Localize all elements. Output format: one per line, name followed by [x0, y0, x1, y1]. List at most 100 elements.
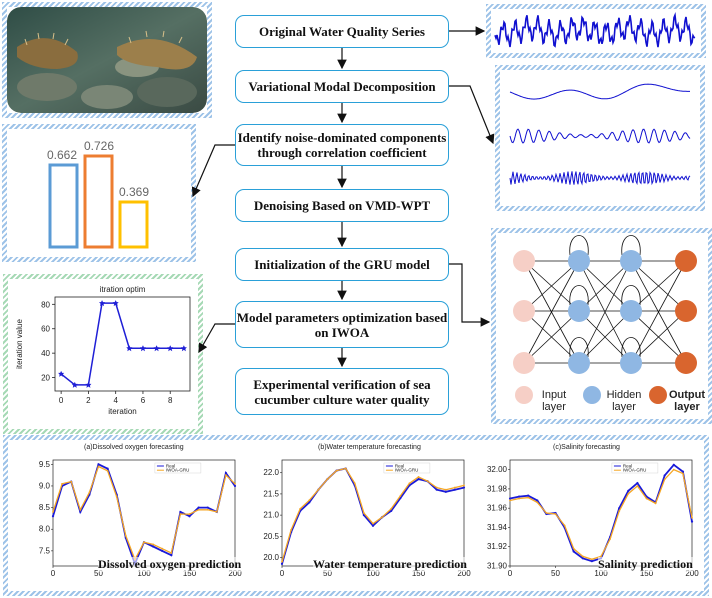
- chart-0-series-0-point-11: [152, 545, 155, 548]
- iteration-ytick-label-3: 80: [41, 300, 50, 309]
- nn-edge-1-1-0: [578, 260, 632, 312]
- iteration-ytick-label-2: 60: [41, 325, 50, 334]
- nn-node-3-1: [675, 300, 697, 322]
- chart-0-series-1-point-20: [234, 482, 236, 485]
- chart-2-series-1-point-17: [663, 478, 666, 481]
- chart-2-series-1-point-10: [600, 555, 602, 558]
- nn-edge-1-2-1: [578, 310, 632, 364]
- chart-0-series-1-point-18: [215, 511, 218, 513]
- chart-2-series-0-point-14: [636, 482, 639, 485]
- chart-0-series-1-point-10: [143, 541, 145, 544]
- chart-2-series-0-point-0: [508, 497, 512, 500]
- iteration-xtick-label-0: 0: [59, 396, 64, 405]
- chart-0-series-0-point-3: [79, 510, 82, 514]
- chart-0-series-1-point-8: [124, 534, 127, 537]
- chart-0-series-1-point-6: [106, 469, 109, 472]
- chart-0-series-0-point-15: [188, 515, 191, 518]
- chart-1-ytick-label-4: 22.0: [263, 468, 279, 477]
- chart-1-series-1-point-3: [308, 499, 311, 502]
- chart-2-series-1-point-15: [645, 497, 648, 500]
- iteration-xtick-label-3: 6: [141, 396, 146, 405]
- chart-2-series-0-point-2: [527, 494, 530, 497]
- iteration-point-2: [85, 381, 92, 388]
- chart-2-ytick-label-1: 31.92: [487, 542, 508, 551]
- legend-output-dot: [649, 386, 667, 404]
- chart-0-frame: [52, 459, 236, 567]
- nn-node-1-2: [568, 352, 590, 374]
- step-experimental-verification: Experimental verification of sea cucumbe…: [235, 368, 449, 415]
- chart-1-xtick-label-4: 200: [457, 569, 471, 578]
- chart-1-series-1-point-7: [344, 467, 347, 470]
- chart-2-series-0-point-7: [572, 550, 575, 553]
- chart-0-series-1-point-14: [179, 513, 182, 515]
- nn-node-0-0: [513, 250, 535, 272]
- chart-2-series-1-point-7: [572, 547, 575, 550]
- chart-2-series-1-point-18: [672, 468, 675, 471]
- chart-1-ytick-label-3: 21.5: [263, 489, 279, 498]
- chart-1-series-0-point-17: [435, 488, 438, 491]
- chart-0-series-0-point-0: [51, 515, 55, 518]
- nn-recurrent-loop-1-1: [569, 285, 589, 306]
- chart-2-series-1-point-3: [536, 501, 539, 504]
- chart-0-ytick-label-0: 7.5: [39, 546, 51, 555]
- chart-2-xtick-label-3: 150: [640, 569, 654, 578]
- chart-2-xtick-label-4: 200: [685, 569, 699, 578]
- chart-b-caption: Water temperature prediction: [313, 557, 467, 572]
- chart-2-series-0-point-19: [681, 470, 685, 473]
- hidden-layer-label: Hidden layer: [606, 389, 642, 413]
- chart-0-series-0-point-12: [161, 549, 164, 552]
- chart-0-series-1-point-1: [61, 482, 63, 485]
- correlation-bar-chart: [48, 154, 149, 249]
- nn-recurrent-loop-2-2: [621, 337, 641, 358]
- mode-2-line: [509, 128, 691, 144]
- step-vmd: Variational Modal Decomposition: [235, 70, 449, 103]
- chart-0-series-0-point-5: [97, 463, 100, 466]
- chart-1-series-0-point-15: [417, 477, 420, 481]
- chart-2-series-1-point-6: [563, 524, 566, 527]
- chart-2-frame: [509, 459, 693, 567]
- step-gru-init: Initialization of the GRU model: [235, 248, 449, 281]
- decomposition-panel: [495, 65, 705, 211]
- input-layer-label: Input layer: [541, 389, 567, 413]
- chart-2-series-1-point-19: [682, 472, 684, 475]
- chart-1-series-1-point-15: [417, 476, 420, 478]
- chart-1-series-1-point-14: [408, 482, 411, 485]
- iteration-point-8: [167, 345, 174, 352]
- chart-1-series-1-point-17: [435, 486, 438, 489]
- chart-0-legend-box: [154, 462, 202, 474]
- chart-2-ytick-label-5: 32.00: [487, 465, 508, 474]
- chart-1-legend-label-1: IWOA-GRU: [395, 468, 419, 473]
- chart-a-caption: Dissolved oxygen prediction: [98, 557, 242, 572]
- chart-1-ytick-label-0: 20.0: [263, 553, 279, 562]
- chart-2-legend-label-1: IWOA-GRU: [623, 468, 647, 473]
- iteration-point-1: [71, 381, 78, 388]
- chart-0-series-1-point-5: [97, 465, 100, 468]
- chart-1-series-1-point-6: [335, 469, 338, 472]
- bar-1-value: 0.662: [47, 148, 78, 162]
- nn-recurrent-loop-1-0: [569, 235, 589, 256]
- chart-2-series-0-point-8: [581, 557, 584, 560]
- chart-1-series-0-point-19: [453, 488, 456, 491]
- nn-edge-0-2-1: [523, 310, 580, 364]
- chart-2-series-1-point-9: [591, 558, 593, 561]
- iteration-ylabel: iteration value: [15, 319, 24, 369]
- original-series-waveform: [494, 12, 696, 48]
- chart-2-series-1-point-20: [691, 516, 693, 519]
- chart-1-series-1-point-1: [290, 529, 292, 531]
- iteration-point-4: [112, 300, 119, 307]
- chart-1-series-1-point-5: [326, 478, 329, 480]
- chart-0-series-1-point-16: [197, 508, 200, 511]
- chart-1-series-1-point-10: [372, 522, 374, 525]
- iteration-title: itration optim: [100, 285, 146, 294]
- iteration-xlabel: iteration: [108, 407, 136, 416]
- chart-0-series-0-point-20: [233, 484, 237, 488]
- bar-3-value: 0.369: [119, 185, 150, 199]
- chart-0-series-1-point-13: [170, 552, 173, 554]
- nn-node-1-1: [568, 300, 590, 322]
- iteration-point-0: [58, 370, 65, 377]
- chart-0-xtick-label-3: 150: [183, 569, 197, 578]
- chart-2-series-1-point-13: [627, 492, 630, 495]
- chart-2-series-1-point-2: [527, 496, 530, 499]
